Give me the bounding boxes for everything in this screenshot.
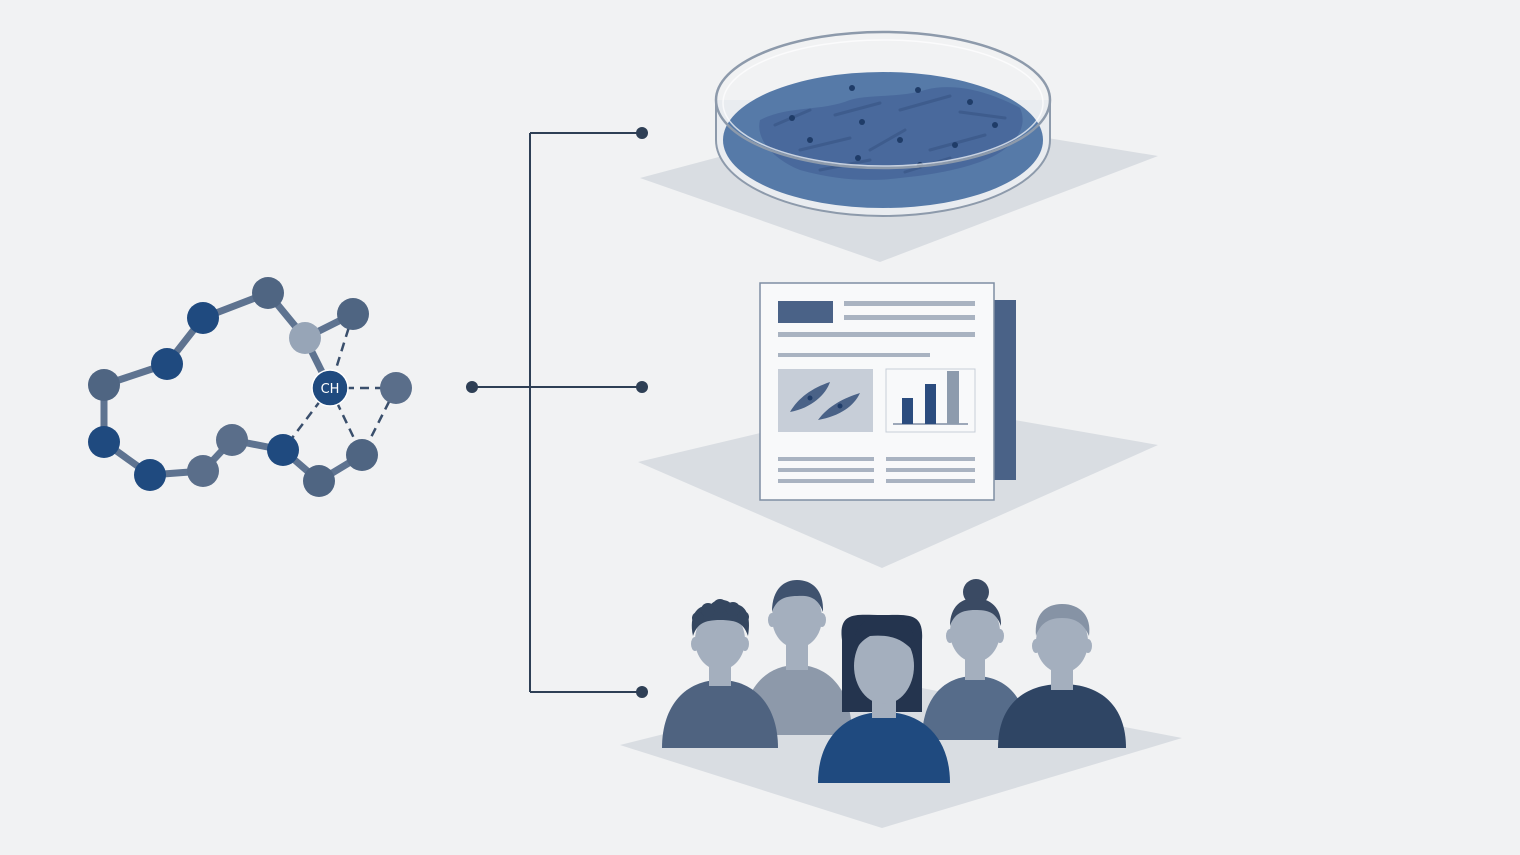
atom (337, 298, 369, 330)
molecule-atoms: CH (88, 277, 412, 497)
chart-bar (925, 384, 936, 424)
person-front-right (998, 604, 1126, 748)
petri-dish-icon (714, 30, 1052, 217)
paper-header-block (778, 301, 833, 323)
research-paper-icon (759, 282, 1016, 501)
dish-rim (714, 30, 1052, 170)
connector-node (636, 381, 648, 393)
person-front-center (818, 614, 950, 783)
atom (134, 459, 166, 491)
petri-dish-tier (640, 30, 1158, 262)
paper-spine (994, 300, 1016, 480)
atom (88, 369, 120, 401)
molecule-network-icon: CH (88, 277, 412, 497)
atom (187, 302, 219, 334)
atom (303, 465, 335, 497)
atom (380, 372, 412, 404)
person-front-left (662, 599, 778, 748)
people-group-tier (620, 579, 1182, 828)
branch-connector (472, 132, 642, 693)
connector-nodes (466, 127, 648, 698)
chart-bar (902, 398, 913, 424)
cell-culture (759, 87, 1023, 180)
chart-bar (947, 371, 959, 424)
atom (289, 322, 321, 354)
paper-text-lines (778, 301, 975, 483)
atom (216, 424, 248, 456)
paper-figure-image (778, 369, 873, 432)
atom (187, 455, 219, 487)
atom (151, 348, 183, 380)
atom (252, 277, 284, 309)
atom (88, 426, 120, 458)
atom (346, 439, 378, 471)
research-paper-tier (638, 282, 1158, 568)
center-atom-label: CH (321, 382, 340, 397)
atom (267, 434, 299, 466)
connector-node (636, 127, 648, 139)
connector-node (466, 381, 478, 393)
connector-node (636, 686, 648, 698)
center-atom (311, 369, 349, 407)
people-group-icon (662, 579, 1126, 783)
